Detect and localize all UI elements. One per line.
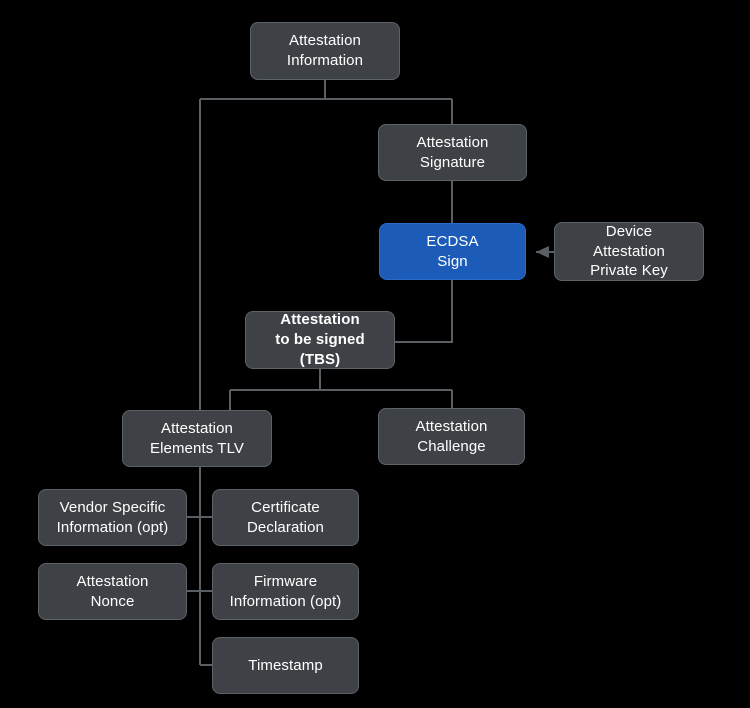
- node-device-attestation-private-key[interactable]: Device Attestation Private Key: [554, 222, 704, 281]
- node-timestamp[interactable]: Timestamp: [212, 637, 359, 694]
- node-ecdsa-sign[interactable]: ECDSA Sign: [379, 223, 526, 280]
- node-label: Firmware Information (opt): [229, 572, 342, 610]
- node-label: Attestation Challenge: [415, 417, 488, 455]
- node-certificate-declaration[interactable]: Certificate Declaration: [212, 489, 359, 546]
- node-vendor-specific-information[interactable]: Vendor Specific Information (opt): [38, 489, 187, 546]
- node-label: Attestation Elements TLV: [149, 419, 245, 457]
- node-label: Attestation Signature: [416, 133, 489, 171]
- node-label: Certificate Declaration: [247, 498, 324, 536]
- node-label: Device Attestation Private Key: [590, 222, 668, 280]
- node-label: Attestation to be signed (TBS): [275, 311, 365, 368]
- node-attestation-to-be-signed[interactable]: Attestation to be signed (TBS): [245, 311, 395, 369]
- node-label: Timestamp: [248, 656, 323, 674]
- node-attestation-signature[interactable]: Attestation Signature: [378, 124, 527, 181]
- node-attestation-nonce[interactable]: Attestation Nonce: [38, 563, 187, 620]
- node-label: Vendor Specific Information (opt): [56, 498, 169, 536]
- node-attestation-challenge[interactable]: Attestation Challenge: [378, 408, 525, 465]
- arrowhead-icon: [536, 246, 549, 258]
- node-attestation-information[interactable]: Attestation Information: [250, 22, 400, 80]
- node-label: Attestation Information: [286, 32, 364, 69]
- edge-ecdsa-to-tbs: [395, 280, 453, 343]
- node-attestation-elements-tlv[interactable]: Attestation Elements TLV: [122, 410, 272, 467]
- node-label: ECDSA Sign: [426, 232, 479, 270]
- node-label: Attestation Nonce: [76, 572, 149, 610]
- node-firmware-information[interactable]: Firmware Information (opt): [212, 563, 359, 620]
